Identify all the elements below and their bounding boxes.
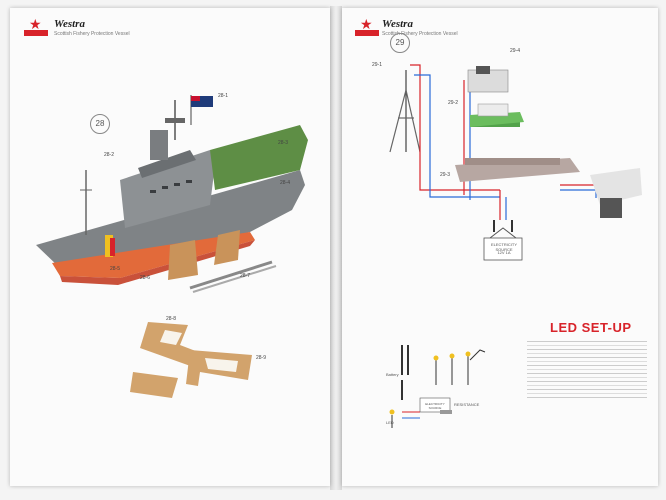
callout: 28-5 bbox=[110, 266, 121, 272]
power-box-spec: 12V 1A bbox=[497, 250, 511, 255]
right-subtitle: Scottish Fishery Protection Vessel bbox=[382, 31, 458, 37]
resistance-label: RESISTANCE bbox=[454, 402, 480, 407]
callout: 29-2 bbox=[448, 100, 459, 106]
callout: 28-7 bbox=[240, 273, 251, 279]
callout: 29-4 bbox=[510, 48, 521, 54]
callout: 28-6 bbox=[140, 275, 151, 281]
battery-label: Battery bbox=[386, 372, 399, 377]
callout: 28-9 bbox=[256, 355, 267, 361]
led-wiring-diagram bbox=[389, 345, 486, 428]
callout: 28-3 bbox=[278, 140, 289, 146]
left-brand-title: Westra bbox=[54, 18, 85, 30]
left-step-number: 28 bbox=[90, 114, 110, 134]
right-step-number: 29 bbox=[390, 33, 410, 53]
led-label: LED bbox=[386, 420, 394, 425]
callout: 28-4 bbox=[280, 180, 291, 186]
right-brand-title: Westra bbox=[382, 18, 413, 30]
callout: 28-8 bbox=[166, 316, 177, 322]
power-source-icon bbox=[483, 220, 523, 261]
brand-logo: ★ bbox=[355, 17, 379, 39]
led-instructions-text bbox=[527, 338, 647, 401]
callout: 28-1 bbox=[218, 93, 229, 99]
stand-parts bbox=[130, 260, 277, 398]
power-box-label: ELECTRICITY SOURCE bbox=[490, 242, 517, 252]
deck-parts bbox=[455, 66, 642, 218]
callout: 28-2 bbox=[104, 152, 115, 158]
brand-logo: ★ bbox=[24, 17, 48, 39]
left-subtitle: Scottish Fishery Protection Vessel bbox=[54, 31, 130, 37]
led-source-label: ELECTRICITY SOURCE bbox=[425, 402, 445, 410]
callout: 29-3 bbox=[440, 172, 451, 178]
book-spine bbox=[330, 6, 342, 490]
ship-model bbox=[36, 95, 308, 285]
callout: 29-1 bbox=[372, 62, 383, 68]
led-setup-title: LED SET-UP bbox=[550, 320, 632, 335]
